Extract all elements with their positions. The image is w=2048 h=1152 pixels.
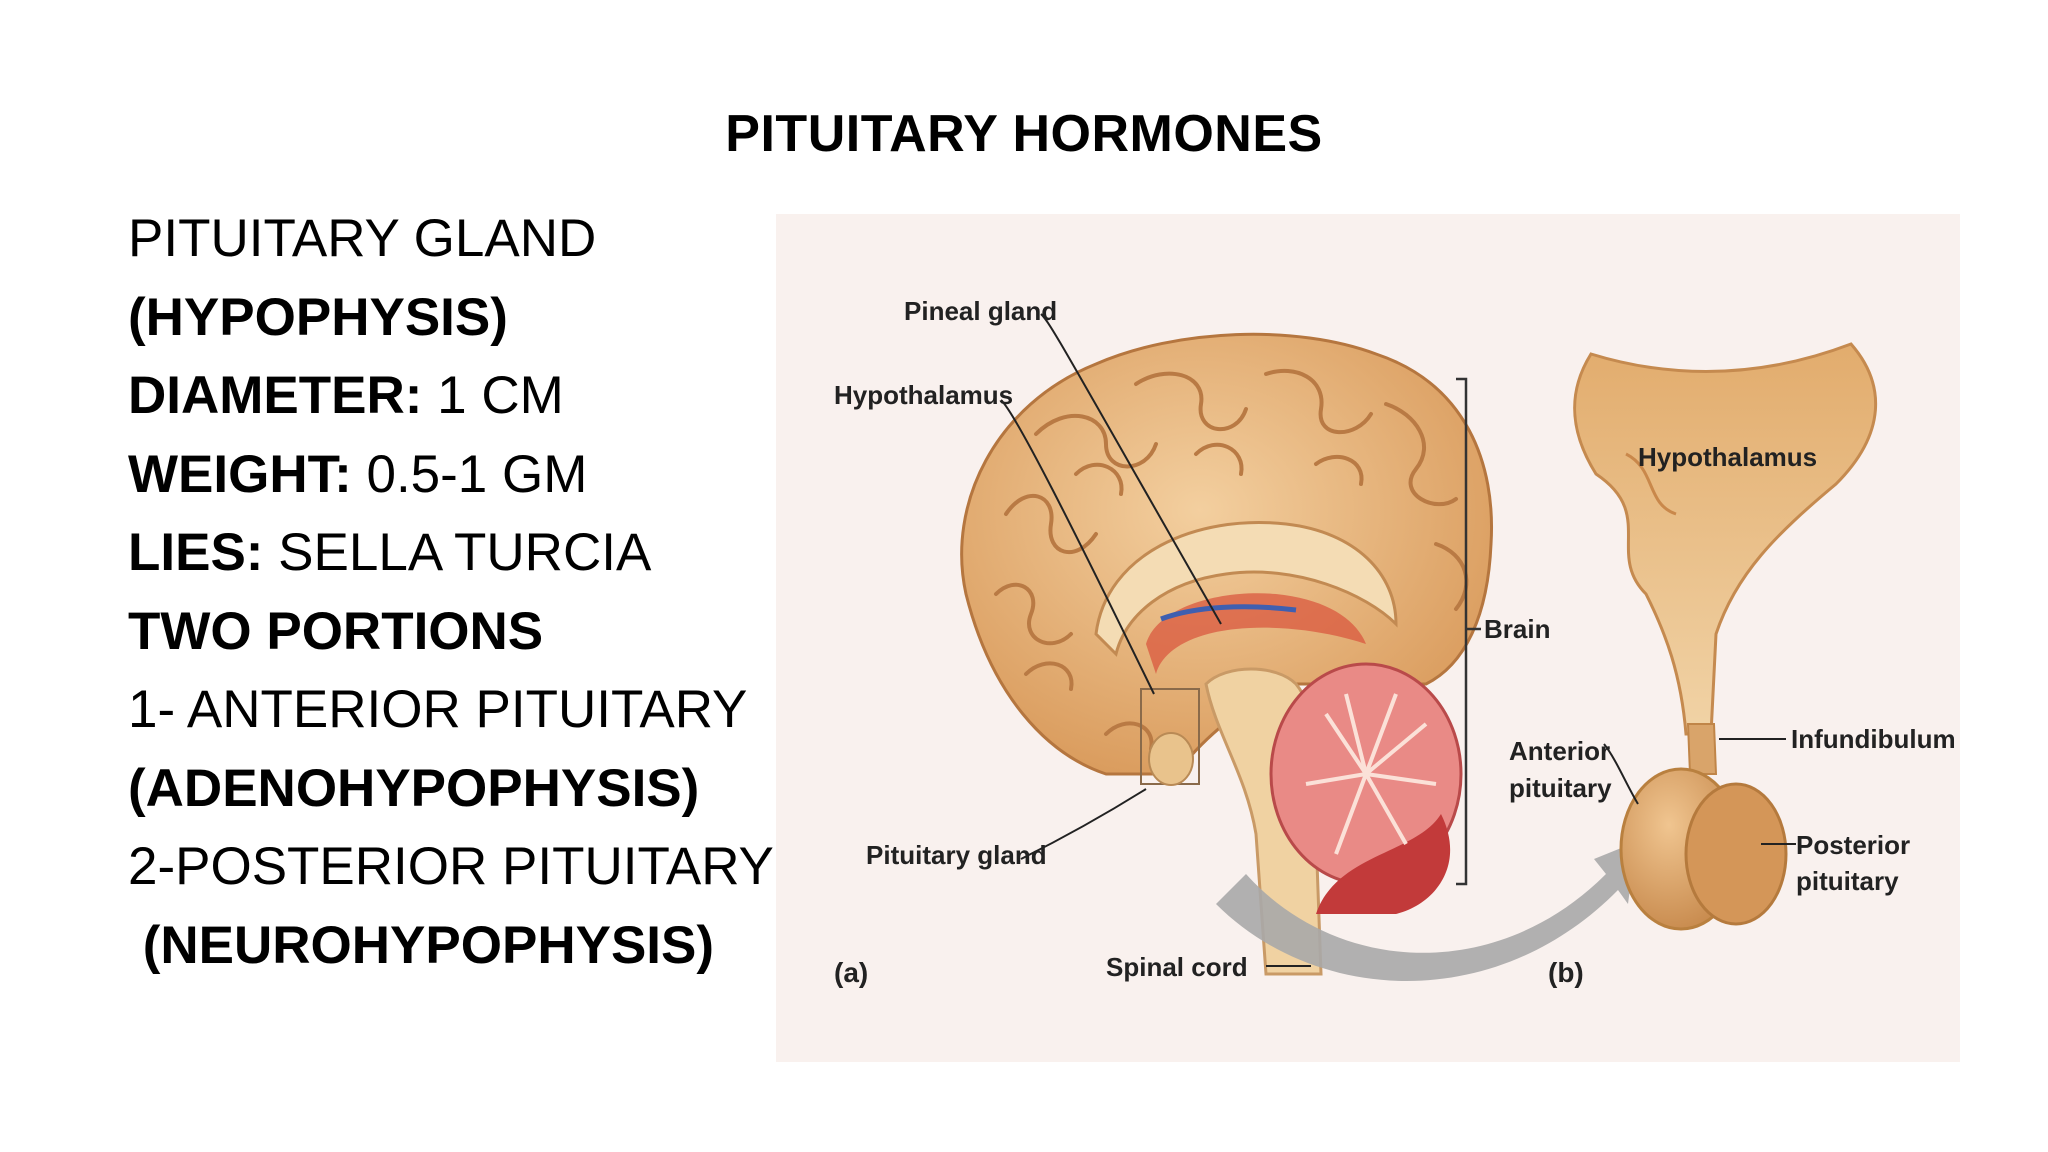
pituitary-facts: PITUITARY GLAND (HYPOPHYSIS) DIAMETER: 1… [128,200,774,985]
ventricle-line [1160,604,1297,622]
label-posterior-pituitary-1: Posterior [1796,830,1910,860]
fact-line: (HYPOPHYSIS) [128,279,774,358]
fact-line: PITUITARY GLAND [128,200,774,279]
fact-label: TWO PORTIONS [128,601,544,661]
infundibulum-stalk [1686,723,1718,775]
fact-label: DIAMETER: [128,366,423,425]
fact-line: (ADENOHYPOPHYSIS) [128,750,774,829]
fact-line: TWO PORTIONS [128,593,774,672]
pituitary-anatomy-figure: Pineal gland Hypothalamus Brain Pituitar… [776,214,1960,1062]
label-brain: Brain [1484,614,1550,644]
label-hypothalamus-a: Hypothalamus [834,380,1013,410]
leader-lines-b [1603,738,1796,845]
pituitary-gland-a [1148,732,1194,786]
connector-arrow [1216,842,1636,982]
fact-label: WEIGHT: [128,444,352,504]
label-spinal-cord: Spinal cord [1106,952,1248,982]
fact-value: SELLA TURCIA [263,523,652,582]
leader-lines-a [1000,313,1311,967]
label-hypothalamus-b: Hypothalamus [1638,442,1817,472]
label-panel-b: (b) [1548,957,1584,988]
label-pineal-gland: Pineal gland [904,296,1057,326]
label-posterior-pituitary-2: pituitary [1796,866,1899,896]
fact-value: 1- ANTERIOR PITUITARY [128,680,748,739]
brain-bracket [1456,377,1468,886]
slide-title: PITUITARY HORMONES [725,105,1323,163]
fact-value: 0.5-1 GM [351,444,588,504]
fact-label: (NEUROHYPOPHYSIS) [128,915,715,975]
fact-line: WEIGHT: 0.5-1 GM [128,436,774,515]
label-anterior-pituitary-1: Anterior [1509,736,1610,766]
cerebellum [1269,662,1463,914]
thalamus-band [1146,593,1366,674]
anatomy-illustration: Pineal gland Hypothalamus Brain Pituitar… [834,296,1956,988]
fact-line: LIES: SELLA TURCIA [128,514,774,593]
fact-line: 2-POSTERIOR PITUITARY [128,828,774,907]
fact-value: 1 CM [422,366,564,425]
fact-line: (NEUROHYPOPHYSIS) [128,907,774,986]
hypothalamus-b-shape [1573,342,1878,736]
brain-folds [994,368,1469,751]
fact-label: LIES: [128,523,264,582]
label-panel-a: (a) [834,957,868,988]
fact-label: (HYPOPHYSIS) [128,287,508,347]
fact-line: DIAMETER: 1 CM [128,357,774,436]
pituitary-gland-b [1619,767,1788,931]
corpus-callosum [1094,521,1398,657]
label-infundibulum: Infundibulum [1791,724,1956,754]
fact-line: 1- ANTERIOR PITUITARY [128,671,774,750]
label-pituitary-gland: Pituitary gland [866,840,1047,870]
label-anterior-pituitary-2: pituitary [1509,773,1612,803]
fact-value: PITUITARY GLAND [128,209,597,268]
fact-value: 2-POSTERIOR PITUITARY [128,837,774,896]
fact-label: (ADENOHYPOPHYSIS) [128,758,700,818]
